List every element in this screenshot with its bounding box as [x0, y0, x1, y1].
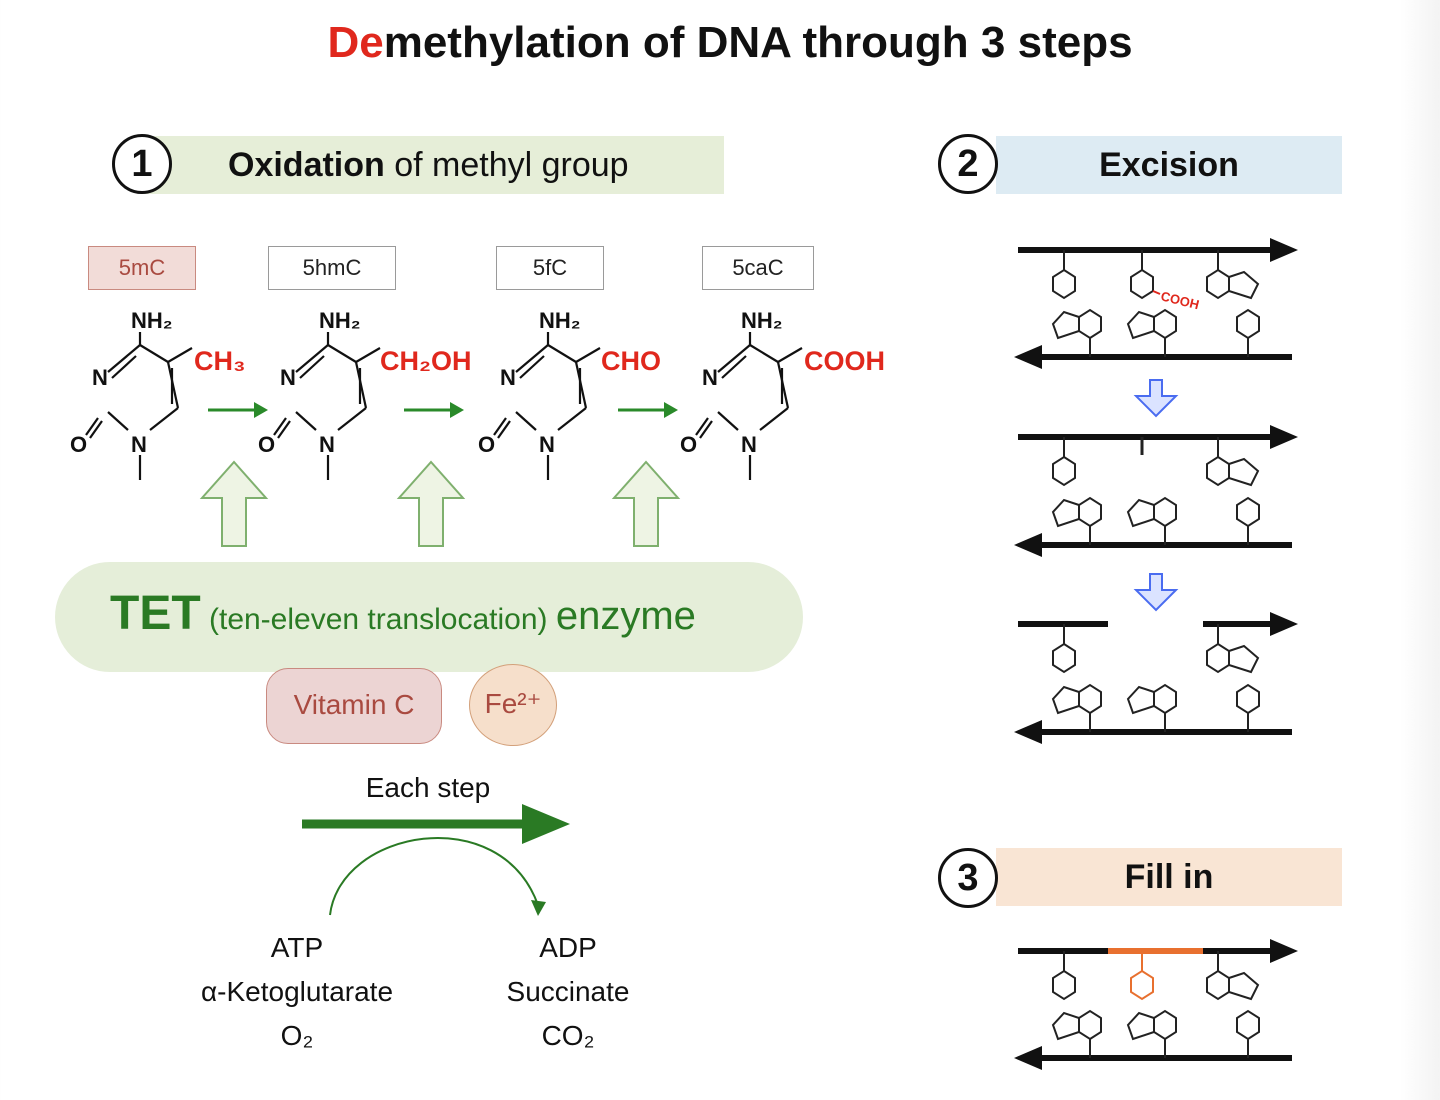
group-cho: CHO	[601, 346, 661, 376]
reaction-inputs: ATP α-Ketoglutarate O₂	[186, 926, 408, 1058]
dna-panel-before: COOH	[1014, 238, 1298, 369]
each-step-label: Each step	[365, 772, 491, 803]
compound-label-5fc: 5fC	[496, 246, 604, 290]
molecule-5mc	[85, 332, 193, 480]
group-ch3: CH₃	[194, 346, 245, 376]
step1-bold-label: Oxidation	[228, 146, 385, 184]
step2-label: Excision	[1099, 146, 1239, 184]
excision-cooh-label: COOH	[1159, 288, 1200, 312]
step1-label: of methyl group	[384, 146, 629, 184]
o-label-1: O	[70, 432, 87, 457]
input-atp: ATP	[270, 932, 324, 963]
output-succinate: Succinate	[506, 976, 630, 1007]
step3-band: Fill in	[996, 848, 1342, 906]
molecule-5hmc	[273, 332, 381, 480]
dna-panel-gap	[1014, 612, 1298, 744]
output-co2: CO₂	[541, 1020, 595, 1051]
step3-number: 3	[938, 848, 998, 908]
input-oxygen: O₂	[280, 1020, 314, 1051]
page-title: Demethylation of DNA through 3 steps	[327, 18, 1133, 67]
molecule-5fc	[493, 332, 601, 480]
tet-enzyme-pill	[55, 562, 803, 672]
n-label-1a: N	[92, 365, 108, 390]
n-label-2a: N	[280, 365, 296, 390]
blue-down-arrow-1	[1133, 379, 1179, 418]
step1-number: 1	[112, 134, 172, 194]
step2-number: 2	[938, 134, 998, 194]
compound-label-5cac: 5caC	[702, 246, 814, 290]
cofactor-iron: Fe²⁺	[469, 664, 557, 746]
up-arrow-1	[199, 460, 269, 547]
dna-panel-filled	[1014, 939, 1298, 1070]
n-label-2b: N	[319, 432, 335, 457]
compound-label-5mc: 5mC	[88, 246, 196, 290]
reaction-outputs: ADP Succinate CO₂	[486, 926, 650, 1058]
group-ch2oh: CH₂OH	[380, 346, 472, 376]
n-label-4b: N	[741, 432, 757, 457]
new-base	[1130, 951, 1154, 1001]
cofactor-vitamin-c: Vitamin C	[266, 668, 442, 744]
molecule-5cac	[695, 332, 803, 480]
output-adp: ADP	[539, 932, 597, 963]
ring-atom-labels: NH₂ N N O NH₂ N N O NH₂ N N O NH₂ N N O	[70, 308, 783, 457]
reaction-arrows	[208, 402, 678, 418]
tet-enzyme-label: TET (ten-eleven translocation) enzyme	[110, 587, 696, 640]
o-label-2: O	[258, 432, 275, 457]
step3-label: Fill in	[1124, 858, 1214, 896]
step2-band: Excision	[996, 136, 1342, 194]
amine-label-1: NH₂	[131, 308, 173, 333]
up-arrow-2	[396, 460, 466, 547]
blue-down-arrow-2	[1133, 573, 1179, 612]
o-label-4: O	[680, 432, 697, 457]
step1-band: Oxidation of methyl group	[140, 136, 724, 194]
n-label-1b: N	[131, 432, 147, 457]
n-label-4a: N	[702, 365, 718, 390]
o-label-3: O	[478, 432, 495, 457]
amine-label-4: NH₂	[741, 308, 783, 333]
dna-panel-excised	[1014, 425, 1298, 557]
group-cooh: COOH	[804, 346, 885, 376]
amine-label-3: NH₂	[539, 308, 581, 333]
n-label-3b: N	[539, 432, 555, 457]
up-arrow-3	[611, 460, 681, 547]
n-label-3a: N	[500, 365, 516, 390]
input-ketoglutarate: α-Ketoglutarate	[200, 976, 394, 1007]
compound-label-5hmc: 5hmC	[268, 246, 396, 290]
each-step-arrow	[302, 804, 570, 916]
tet-up-arrows	[199, 460, 681, 547]
amine-label-2: NH₂	[319, 308, 361, 333]
